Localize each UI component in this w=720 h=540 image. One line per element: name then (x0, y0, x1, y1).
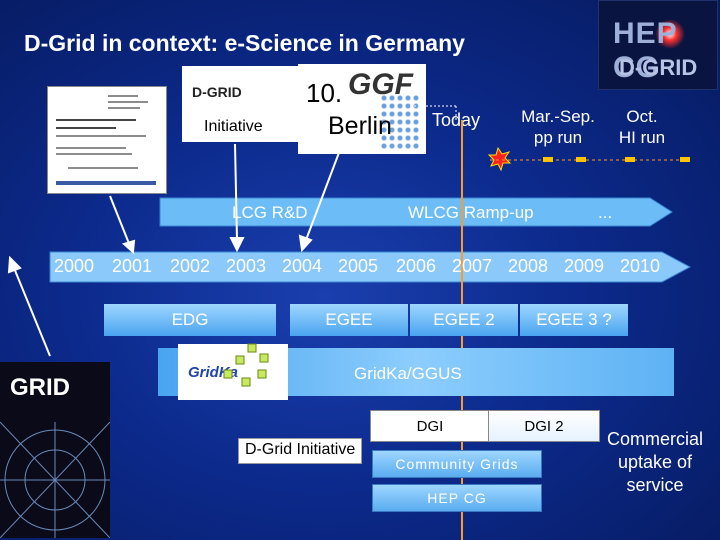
year-label: 2006 (396, 256, 436, 277)
lcg-rd-label: LCG R&D (232, 203, 308, 223)
wlcg-ramp-up-label: WLCG Ramp-up (408, 203, 534, 223)
edg-box: EDG (104, 304, 276, 336)
commercial-line-3: service (596, 474, 714, 497)
community-grids-box: Community Grids (372, 450, 542, 478)
dgi2-box: DGI 2 (488, 410, 600, 442)
dgrid-initiative-box: D-Grid Initiative (238, 438, 362, 464)
gridka-ggus-label: GridKa/GGUS (354, 364, 462, 384)
year-label: 2003 (226, 256, 266, 277)
year-label: 2001 (112, 256, 152, 277)
year-label: 2005 (338, 256, 378, 277)
egee-box: EGEE (290, 304, 408, 336)
hep-cg-box: HEP CG (372, 484, 542, 512)
grid-book-title: GRID (10, 374, 70, 402)
grid-book-cover: GRID (0, 362, 110, 538)
dgi-box: DGI (370, 410, 490, 442)
future-phase-label: ... (598, 203, 612, 223)
year-label: 2000 (54, 256, 94, 277)
year-label: 2008 (508, 256, 548, 277)
commercial-line-2: uptake of (596, 451, 714, 474)
commercial-line-1: Commercial (596, 428, 714, 451)
burst-icon (489, 148, 510, 170)
hi-run-marker (625, 157, 635, 162)
year-label: 2009 (564, 256, 604, 277)
year-label: 2004 (282, 256, 322, 277)
year-label: 2002 (170, 256, 210, 277)
pp-run-marker (543, 157, 553, 162)
commercial-uptake-label: Commercial uptake of service (596, 428, 714, 497)
gridka-cubes-icon (220, 340, 280, 400)
egee3-box: EGEE 3 ? (520, 304, 628, 336)
year-label: 2010 (620, 256, 660, 277)
egee2-box: EGEE 2 (410, 304, 518, 336)
year-label: 2007 (452, 256, 492, 277)
